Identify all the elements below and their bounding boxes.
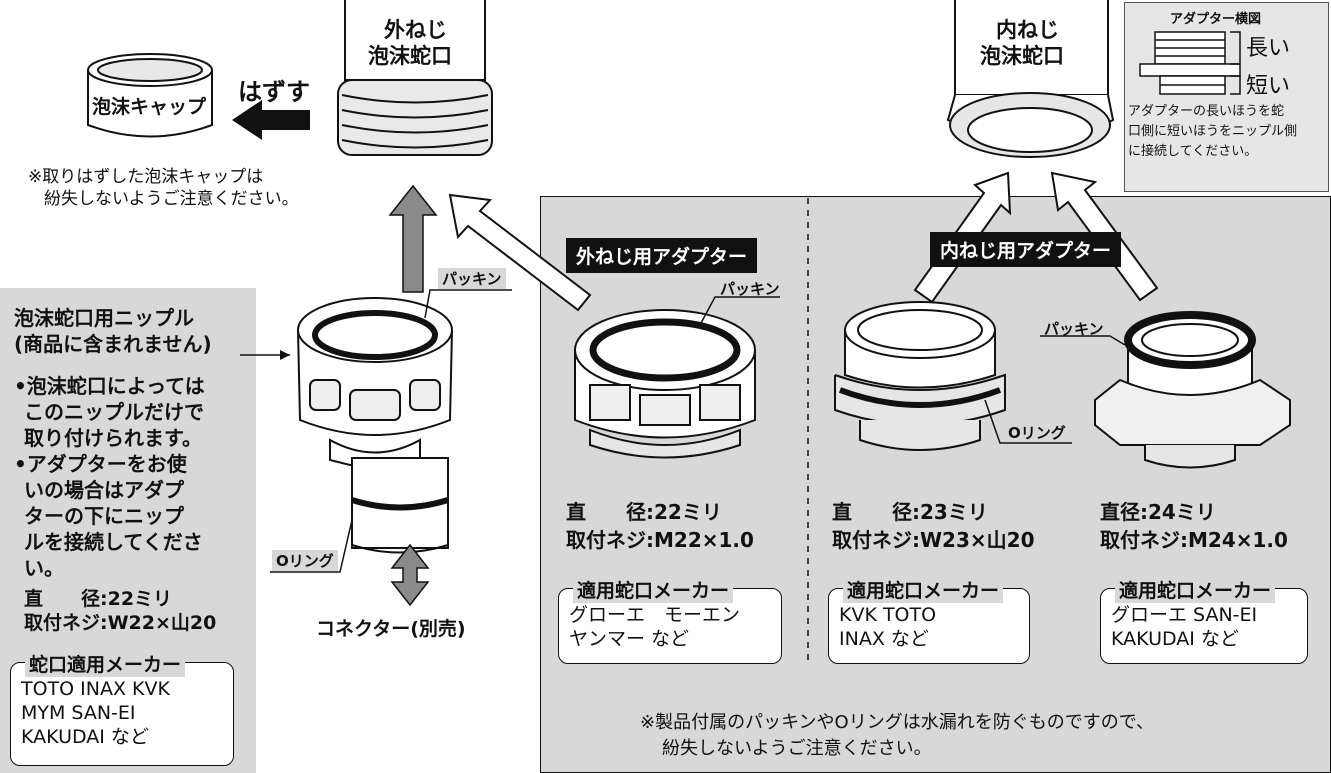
center-oring-label: Oリング — [272, 550, 338, 571]
outer-adapter-packing-label: パッキン — [720, 280, 780, 298]
inner-adapter-b-spec-2: 取付ネジ:M24×1.0 — [1100, 528, 1288, 552]
inner-adapter-a-spec-1: 直 径:23ミリ — [832, 500, 988, 524]
nipple-maker-2: MYM SAN-EI — [21, 702, 136, 724]
nipple-up-arrow — [388, 184, 438, 293]
foam-cap-label: 泡沫キャップ — [92, 96, 207, 118]
nipple-maker-box: 蛇口適用メーカー TOTO INAX KVK MYM SAN-EI KAKUDA… — [10, 650, 234, 766]
nipple-illustration — [297, 297, 453, 554]
inner-adapter-a-spec-2: 取付ネジ:W23×山20 — [832, 528, 1035, 552]
inner-faucet-label-2: 泡沫蛇口 — [980, 44, 1064, 68]
inner-adapter-b-spec-1: 直径:24ミリ — [1100, 500, 1216, 524]
inner-adapter-a-maker-1: KVK TOTO — [839, 604, 937, 626]
nipple-bullet-2-2: いの場合はアダプ — [24, 478, 184, 502]
outer-adapter-maker-list: グローエ モーエン ヤンマー など — [559, 589, 781, 657]
inner-adapter-a-maker-box: 適用蛇口メーカー KVK TOTO INAX など — [828, 576, 1030, 664]
side-view-title: アダプター横図 — [1170, 12, 1262, 27]
side-view-desc-2: 口側に短いほうをニップル側 — [1128, 124, 1298, 139]
nipple-bullet-2-5: い。 — [24, 556, 64, 580]
side-view-short: 短い — [1246, 74, 1291, 99]
inner-adapter-b-maker-2: KAKUDAI など — [1111, 628, 1239, 650]
remove-arrow — [232, 100, 310, 140]
nipple-spec-2: 取付ネジ:W22×山20 — [24, 612, 217, 634]
outer-faucet-label-2: 泡沫蛇口 — [368, 44, 452, 68]
cap-note-line2: 紛失しないようご注意ください。 — [44, 189, 299, 209]
inner-adapter-a-maker-2: INAX など — [839, 628, 929, 650]
outer-adapter-illustration — [574, 309, 756, 459]
side-view-long: 長い — [1246, 36, 1291, 61]
cap-note-line1: ※取りはずした泡沫キャップは — [28, 167, 264, 187]
outer-adapter-maker-1: グローエ モーエン — [569, 604, 741, 626]
nipple-title-2: (商品に含まれません) — [14, 332, 212, 356]
nipple-bullet-2-3: ターの下にニップ — [24, 504, 184, 528]
nipple-bullet-1-1: •泡沫蛇口によっては — [14, 374, 205, 398]
nipple-title-1: 泡沫蛇口用ニップル — [14, 306, 194, 330]
bottom-note-line2: 紛失しないようご注意ください。 — [662, 738, 932, 759]
inner-adapter-oring-label: Oリング — [1008, 424, 1066, 442]
foam-cap-illustration — [87, 53, 213, 138]
center-packing-label: パッキン — [438, 268, 506, 289]
adapter-side-view-drawing — [1139, 31, 1241, 95]
outer-adapter-spec-1: 直 径:22ミリ — [566, 500, 722, 524]
adapter-side-view-box — [1124, 2, 1329, 192]
nipple-maker-3: KAKUDAI など — [21, 726, 149, 748]
outer-faucet-illustration — [337, 0, 493, 156]
bottom-note-line1: ※製品付属のパッキンやOリングは水漏れを防ぐものですので、 — [640, 712, 1154, 733]
nipple-bullet-1-3: 取り付けられます。 — [24, 426, 202, 450]
inner-faucet-illustration — [946, 0, 1115, 158]
nipple-maker-1: TOTO INAX KVK — [21, 678, 170, 700]
nipple-maker-title: 蛇口適用メーカー — [25, 650, 186, 677]
outer-faucet-label-1: 外ねじ — [384, 18, 447, 42]
connector-double-arrow — [390, 543, 430, 607]
inner-adapter-b-maker-list: グローエ SAN-EI KAKUDAI など — [1101, 589, 1307, 657]
outer-adapter-maker-title: 適用蛇口メーカー — [573, 576, 734, 603]
side-view-desc-3: に接続してください。 — [1128, 144, 1258, 159]
inner-adapter-a-illustration — [834, 301, 1006, 451]
nipple-bullet-2-1: •アダプターをお使 — [14, 452, 187, 476]
outer-adapter-arrow — [448, 193, 592, 312]
outer-adapter-title: 外ねじ用アダプター — [566, 238, 758, 273]
nipple-maker-list: TOTO INAX KVK MYM SAN-EI KAKUDAI など — [11, 663, 233, 755]
inner-faucet-label-1: 内ねじ — [996, 18, 1059, 42]
nipple-spec-1: 直 径:22ミリ — [24, 588, 173, 610]
inner-adapter-b-illustration — [1094, 311, 1291, 469]
inner-adapter-b-maker-box: 適用蛇口メーカー グローエ SAN-EI KAKUDAI など — [1100, 576, 1308, 664]
remove-label: はずす — [238, 78, 310, 106]
nipple-bullet-2-4: ルを接続してくださ — [24, 530, 203, 554]
inner-adapter-b-maker-1: グローエ SAN-EI — [1111, 604, 1258, 626]
nipple-bullet-1-2: このニップルだけで — [24, 400, 204, 424]
inner-adapter-b-maker-title: 適用蛇口メーカー — [1115, 576, 1276, 603]
outer-adapter-maker-2: ヤンマー など — [569, 628, 690, 650]
inner-adapter-a-maker-list: KVK TOTO INAX など — [829, 589, 1029, 657]
inner-adapter-title: 内ねじ用アダプター — [930, 232, 1122, 267]
outer-adapter-maker-box: 適用蛇口メーカー グローエ モーエン ヤンマー など — [558, 576, 782, 664]
inner-adapter-packing-label: パッキン — [1044, 320, 1104, 338]
inner-adapter-a-maker-title: 適用蛇口メーカー — [843, 576, 1004, 603]
side-view-desc-1: アダプターの長いほうを蛇 — [1128, 104, 1285, 119]
connector-label: コネクター(別売) — [316, 618, 466, 640]
outer-adapter-spec-2: 取付ネジ:M22×1.0 — [566, 528, 754, 552]
